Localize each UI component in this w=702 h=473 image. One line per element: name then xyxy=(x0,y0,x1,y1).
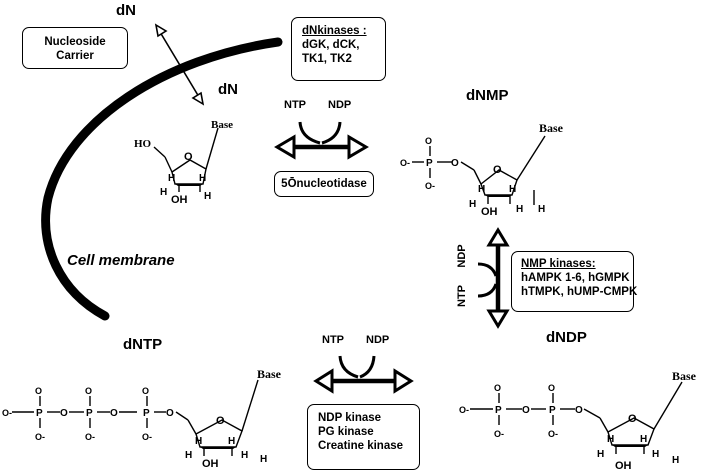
phosphate-oxygen-minus: O- xyxy=(35,432,45,442)
base-label: Base xyxy=(672,369,697,383)
h-atom: H xyxy=(160,187,167,198)
phosphate-oxygen-minus: O- xyxy=(494,429,504,439)
base-label: Base xyxy=(257,367,282,381)
ndp-kinases-box: NDP kinase PG kinase Creatine kinase xyxy=(307,404,420,470)
phosphorus: P xyxy=(143,408,150,419)
cell-membrane-label: Cell membrane xyxy=(67,252,175,269)
h-atom: H xyxy=(652,449,659,460)
dn-outside-label: dN xyxy=(116,2,136,19)
box-line: 5Ōnucleotidase xyxy=(281,178,367,190)
phosphate-oxygen: O xyxy=(425,136,432,146)
h-atom: H xyxy=(640,434,647,445)
phosphate-oxygen: O xyxy=(548,383,555,393)
oh-label: OH xyxy=(171,194,188,206)
h-atom: H xyxy=(168,173,175,184)
phosphorus: P xyxy=(426,158,433,169)
bridge-oxygen: O xyxy=(522,405,530,416)
box-line: TK1, TK2 xyxy=(302,53,352,66)
nucleoside-carrier-box: Nucleoside Carrier xyxy=(22,27,128,69)
ring-oxygen: O xyxy=(493,164,502,176)
h-atom: H xyxy=(241,450,248,461)
phosphate-oxygen-minus: O- xyxy=(400,158,410,168)
box-line: dGK, dCK, xyxy=(302,39,360,52)
dn-inside-label: dN xyxy=(218,81,238,98)
h-atom: H xyxy=(607,434,614,445)
phosphorus: P xyxy=(86,408,93,419)
h-atom: H xyxy=(478,184,485,195)
top-ndp-label: NDP xyxy=(328,99,352,111)
box-heading: NMP kinases: xyxy=(521,258,596,270)
box-heading: dNkinases : xyxy=(302,25,367,37)
dnkinases-box: dNkinases : dGK, dCK, TK1, TK2 xyxy=(291,17,386,81)
phosphorus: P xyxy=(549,405,556,416)
phosphorus: P xyxy=(36,408,43,419)
phosphate-oxygen-minus: O- xyxy=(2,408,12,418)
h-atom: H xyxy=(469,199,476,210)
phosphate-oxygen: O xyxy=(142,386,149,396)
dntp-label: dNTP xyxy=(123,336,163,353)
ring-oxygen: O xyxy=(628,413,637,425)
box-line: NDP kinase xyxy=(318,412,382,424)
base-label: Base xyxy=(539,121,564,135)
dndp-label: dNDP xyxy=(546,329,587,346)
right-ndp-label: NDP xyxy=(456,244,468,268)
base-label: Base xyxy=(211,119,233,131)
ester-oxygen: O xyxy=(166,408,174,419)
top-ntp-label: NTP xyxy=(284,99,306,111)
h-atom: H xyxy=(199,173,206,184)
nmp-kinases-box: NMP kinases: hAMPK 1-6, hGMPK hTMPK, hUM… xyxy=(511,251,638,312)
h-atom: H xyxy=(185,450,192,461)
phosphate-oxygen-minus: O- xyxy=(548,429,558,439)
ester-oxygen: O xyxy=(451,158,459,169)
h-atom: H xyxy=(672,455,679,466)
phosphate-oxygen-minus: O- xyxy=(85,432,95,442)
h-atom: H xyxy=(228,436,235,447)
ring-oxygen: O xyxy=(216,415,225,427)
h-atom: H xyxy=(260,454,267,465)
phosphate-oxygen: O xyxy=(85,386,92,396)
h-atom: H xyxy=(509,184,516,195)
right-ntp-label: NTP xyxy=(456,285,468,307)
h-atom: H xyxy=(597,449,604,460)
phosphorus: P xyxy=(495,405,502,416)
oh-label: OH xyxy=(481,206,498,218)
dnmp-label: dNMP xyxy=(466,87,509,104)
phosphate-oxygen-minus: O- xyxy=(459,405,469,415)
box-line: Carrier xyxy=(56,50,94,63)
h-atom: H xyxy=(538,204,545,215)
bottom-ndp-label: NDP xyxy=(366,334,390,346)
phosphate-oxygen-minus: O- xyxy=(425,181,435,191)
box-line: hAMPK 1-6, hGMPK xyxy=(521,272,630,285)
oh-label: OH xyxy=(202,458,219,470)
nucleotidase-box: 5Ōnucleotidase xyxy=(274,171,374,197)
ring-oxygen: O xyxy=(184,151,193,163)
phosphate-oxygen-minus: O- xyxy=(142,432,152,442)
box-line: hTMPK, hUMP-CMPK xyxy=(521,286,638,299)
ester-oxygen: O xyxy=(575,405,583,416)
bridge-oxygen: O xyxy=(110,408,118,419)
phosphate-oxygen: O xyxy=(35,386,42,396)
box-line: Creatine kinase xyxy=(318,440,404,453)
phosphate-oxygen: O xyxy=(494,383,501,393)
ho-label: HO xyxy=(134,138,152,150)
box-line: Nucleoside xyxy=(44,36,106,48)
box-line: PG kinase xyxy=(318,426,374,439)
h-atom: H xyxy=(204,191,211,202)
oh-label: OH xyxy=(615,460,632,472)
bottom-ntp-label: NTP xyxy=(322,334,344,346)
h-atom: H xyxy=(516,204,523,215)
bridge-oxygen: O xyxy=(60,408,68,419)
h-atom: H xyxy=(195,436,202,447)
